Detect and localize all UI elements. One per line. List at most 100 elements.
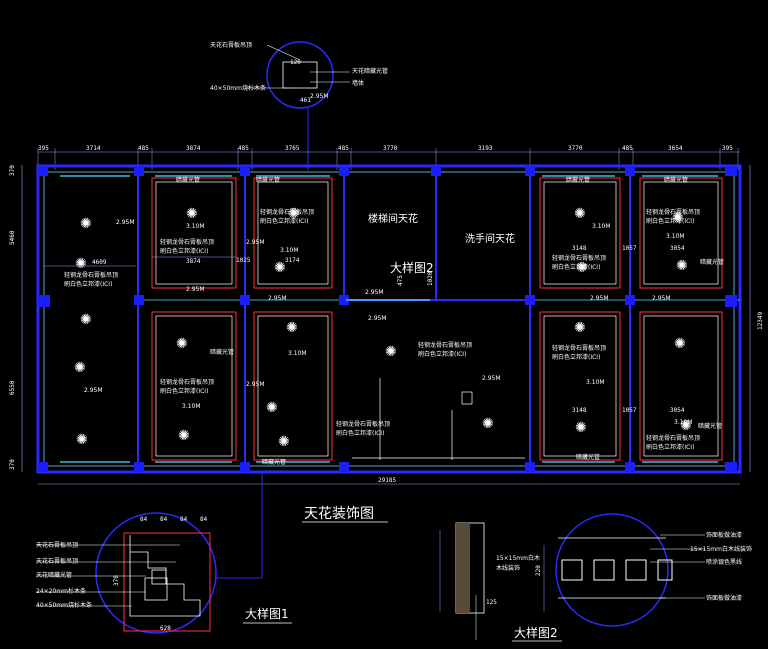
dim-1057: 1057 (622, 407, 637, 414)
dim-4609: 4609 (92, 259, 107, 266)
detail1-label: 大样图1 (245, 606, 289, 621)
fixture-icon: ✺ (286, 320, 298, 336)
dim-3148: 3148 (572, 245, 587, 252)
dim-3054: 3054 (670, 245, 685, 252)
dim-3054: 3054 (670, 407, 685, 414)
fixture-icon: ✺ (674, 336, 686, 352)
dim-1057: 1057 (622, 245, 637, 252)
bottom-dimension: 29185 (38, 477, 740, 485)
detail1-dim-top: 84 (160, 516, 168, 523)
fixture-icon: ✺ (575, 420, 587, 436)
note-paint: 刷白色立邦漆(ICI) (646, 443, 694, 451)
fixture-icon: ✺ (482, 416, 494, 432)
height-mark: 3.10M (586, 379, 605, 386)
height-mark: 2.95M (186, 286, 205, 293)
detail-2-section: 15×15mm白木 木线装饰 125 (439, 522, 540, 640)
top-dim-4: 485 (238, 145, 249, 152)
height-mark: 3.10M (280, 247, 299, 254)
height-mark: 2.95M (365, 289, 384, 296)
height-mark: 2.95M (268, 295, 287, 302)
height-mark: 2.95M (590, 295, 609, 302)
note-keel: 轻钢龙骨石膏板吊顶 (64, 271, 118, 279)
detail1-dim-bottom: 628 (160, 625, 171, 632)
note-paint: 刷白色立邦漆(ICI) (260, 217, 308, 225)
detail2-note-2: 木线装饰 (496, 564, 520, 572)
dim-1020: 1020 (427, 271, 434, 286)
note-keel: 轻钢龙骨石膏板吊顶 (260, 208, 314, 216)
detail1-note-1: 天花石膏板吊顶 (36, 541, 78, 549)
top-dim-1: 3714 (86, 145, 101, 152)
top-dim-0: 395 (38, 145, 49, 152)
note-keel: 轻钢龙骨石膏板吊顶 (336, 420, 390, 428)
height-mark: 3.10M (666, 233, 685, 240)
fixture-icon: ✺ (274, 260, 286, 276)
dim-3874: 3874 (186, 258, 201, 265)
height-mark: 3.10M (592, 223, 611, 230)
note-light-trough: 暗藏光管 (700, 258, 724, 266)
top-dim-6: 485 (338, 145, 349, 152)
note-keel: 轻钢龙骨石膏板吊顶 (160, 378, 214, 386)
fixture-icon: ✺ (74, 360, 86, 376)
callout-label-c: 天花暗藏光管 (352, 67, 388, 75)
note-keel: 轻钢龙骨石膏板吊顶 (646, 434, 700, 442)
top-dim-10: 485 (622, 145, 633, 152)
note-light-trough: 暗藏光管 (698, 422, 722, 430)
columns (38, 166, 737, 472)
left-dim-0: 370 (9, 165, 16, 176)
note-paint: 刷白色立邦漆(ICI) (160, 387, 208, 395)
top-dim-7: 3770 (383, 145, 398, 152)
inner-dims: 4609 3874 1025 3174 3148 1057 3054 3148 … (44, 245, 685, 414)
light-fixtures: ✺ ✺ ✺ ✺ ✺ ✺ ✺ ✺ ✺ ✺ ✺ ✺ ✺ ✺ ✺ ✺ ✺ ✺ ✺ ✺ … (74, 206, 692, 450)
detail1-note-5: 40×50mm烧杉木条 (36, 601, 92, 609)
note-paint: 刷白色立邦漆(ICI) (160, 247, 208, 255)
fixture-icon: ✺ (574, 320, 586, 336)
height-mark: 3.10M (674, 419, 693, 426)
note-light-trough: 暗藏光管 (210, 348, 234, 356)
callout-label-b: 40×50mm烧杉木条 (210, 84, 266, 92)
callout-label-a: 天花石膏板吊顶 (210, 41, 252, 49)
detail2-note-5: 喷涂银色黑线 (706, 558, 742, 566)
note-paint: 刷白色立邦漆(ICI) (552, 353, 600, 361)
fixture-icon: ✺ (576, 260, 588, 276)
fixture-icon: ✺ (278, 434, 290, 450)
room-label-washroom: 洗手间天花 (465, 232, 515, 245)
fixture-icon: ✺ (186, 206, 198, 222)
room-label-stair: 楼梯间天花 (368, 212, 418, 225)
height-mark: 2.95M (652, 295, 671, 302)
note-keel: 轻钢龙骨石膏板吊顶 (552, 344, 606, 352)
detail-1: 天花石膏板吊顶 天花石膏板吊顶 天花暗藏光管 24×20mm杉木条 40×50m… (36, 470, 292, 634)
callout-dim-top: 120 (290, 59, 301, 66)
detail2-label: 大样图2 (514, 625, 558, 640)
detail2-note-4: 15×15mm白木线装饰 (690, 545, 752, 553)
detail2-note-3: 饰面板做油漆 (706, 531, 742, 539)
fixture-icon: ✺ (574, 206, 586, 222)
drawing-title: 天花装饰图 (304, 506, 374, 522)
height-mark: 2.95M (84, 387, 103, 394)
fixture-icon: ✺ (176, 336, 188, 352)
height-mark: 2.95M (368, 315, 387, 322)
height-mark: 2.95M (246, 381, 265, 388)
light-troughs (60, 175, 718, 463)
middle-room-lines (352, 378, 525, 460)
fixture-icon: ✺ (672, 210, 684, 226)
detail1-dim-top: 84 (200, 516, 208, 523)
detail1-note-3: 天花暗藏光管 (36, 571, 72, 579)
height-marks: 2.95M 3.10M 2.95M 3.10M 2.95M 2.95M 2.95… (84, 219, 693, 426)
detail1-note-2: 天花石膏板吊顶 (36, 557, 78, 565)
ceiling-panels (151, 177, 723, 461)
dim-3174: 3174 (285, 257, 300, 264)
note-light-trough: 暗藏光管 (176, 176, 200, 184)
fixture-icon: ✺ (75, 256, 87, 272)
note-paint: 刷白色立邦漆(ICI) (552, 263, 600, 271)
note-paint: 刷白色立邦漆(ICI) (64, 280, 112, 288)
fixture-icon: ✺ (80, 216, 92, 232)
top-callout: 天花石膏板吊顶 40×50mm烧杉木条 天花暗藏光管 墙体 120 461 2.… (210, 41, 388, 170)
left-dim-2: 6550 (9, 380, 16, 395)
note-light-trough: 暗藏光管 (256, 176, 280, 184)
detail1-note-4: 24×20mm杉木条 (36, 587, 86, 595)
fixture-icon: ✺ (385, 344, 397, 360)
detail2-note-6: 饰面板做油漆 (706, 594, 742, 602)
fixture-icon: ✺ (76, 432, 88, 448)
top-dim-9: 3770 (568, 145, 583, 152)
